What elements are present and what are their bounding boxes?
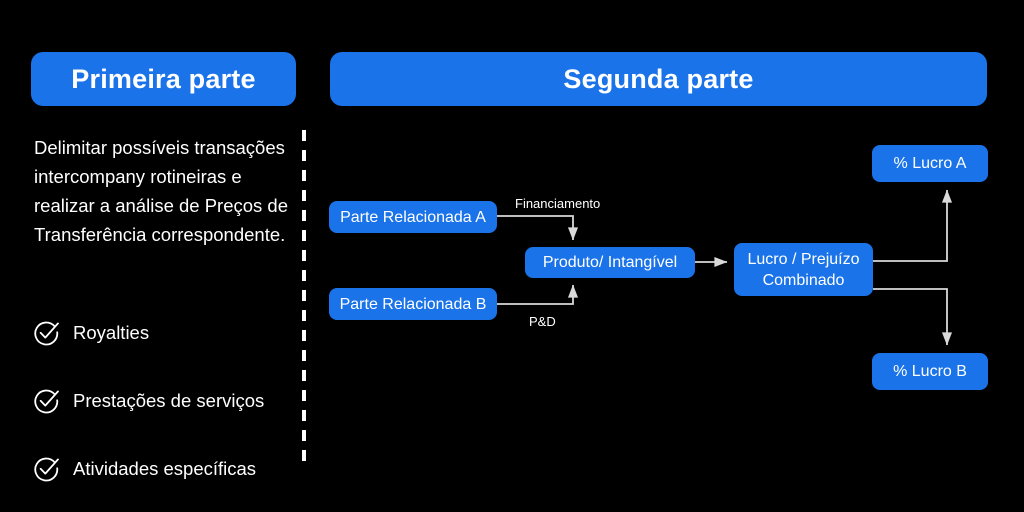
node-parte-relacionada-a[interactable]: Parte Relacionada A <box>329 201 497 233</box>
vertical-dashed-divider <box>302 130 306 462</box>
node-label: % Lucro B <box>893 363 967 380</box>
list-item: Royalties <box>34 320 296 346</box>
node-label: Parte Relacionada A <box>340 208 486 226</box>
list-item: Prestações de serviços <box>34 388 296 414</box>
edge-parte-a-to-produto <box>497 215 579 241</box>
intro-paragraph: Delimitar possíveis transações intercomp… <box>34 137 289 245</box>
header-primeira-parte: Primeira parte <box>31 52 296 106</box>
header-left-label: Primeira parte <box>71 63 256 94</box>
header-segunda-parte: Segunda parte <box>330 52 987 106</box>
edge-label-pd: P&D <box>529 314 556 329</box>
check-circle-icon <box>34 457 59 482</box>
edge-lucro-to-pct-a <box>873 189 953 262</box>
list-item-label: Royalties <box>73 322 150 343</box>
header-right-label: Segunda parte <box>563 63 754 94</box>
node-label: Produto/ Intangível <box>542 254 678 271</box>
check-circle-icon <box>34 321 59 346</box>
node-label: Parte Relacionada B <box>339 295 487 313</box>
check-circle-icon <box>34 389 59 414</box>
checklist: Royalties Prestações de serviços Ativida… <box>34 320 296 512</box>
list-item-label: Atividades específicas <box>73 458 257 479</box>
node-label-line2: Combinado <box>762 271 845 289</box>
node-produto-intangivel[interactable]: Produto/ Intangível <box>525 247 695 278</box>
node-pct-lucro-b[interactable]: % Lucro B <box>872 353 988 390</box>
node-lucro-prejuizo-combinado[interactable]: Lucro / Prejuízo Combinado <box>734 243 873 296</box>
node-label: Lucro / Prejuízo Combinado <box>747 249 859 291</box>
node-pct-lucro-a[interactable]: % Lucro A <box>872 145 988 182</box>
node-label: % Lucro A <box>893 155 967 172</box>
node-label-line1: Lucro / Prejuízo <box>747 250 860 268</box>
list-item-label: Prestações de serviços <box>73 390 265 411</box>
edge-lucro-to-pct-b <box>873 288 953 346</box>
edge-label-financiamento: Financiamento <box>515 196 601 211</box>
node-parte-relacionada-b[interactable]: Parte Relacionada B <box>329 288 497 320</box>
edge-parte-b-to-produto <box>497 284 579 305</box>
list-item: Atividades específicas <box>34 456 296 482</box>
